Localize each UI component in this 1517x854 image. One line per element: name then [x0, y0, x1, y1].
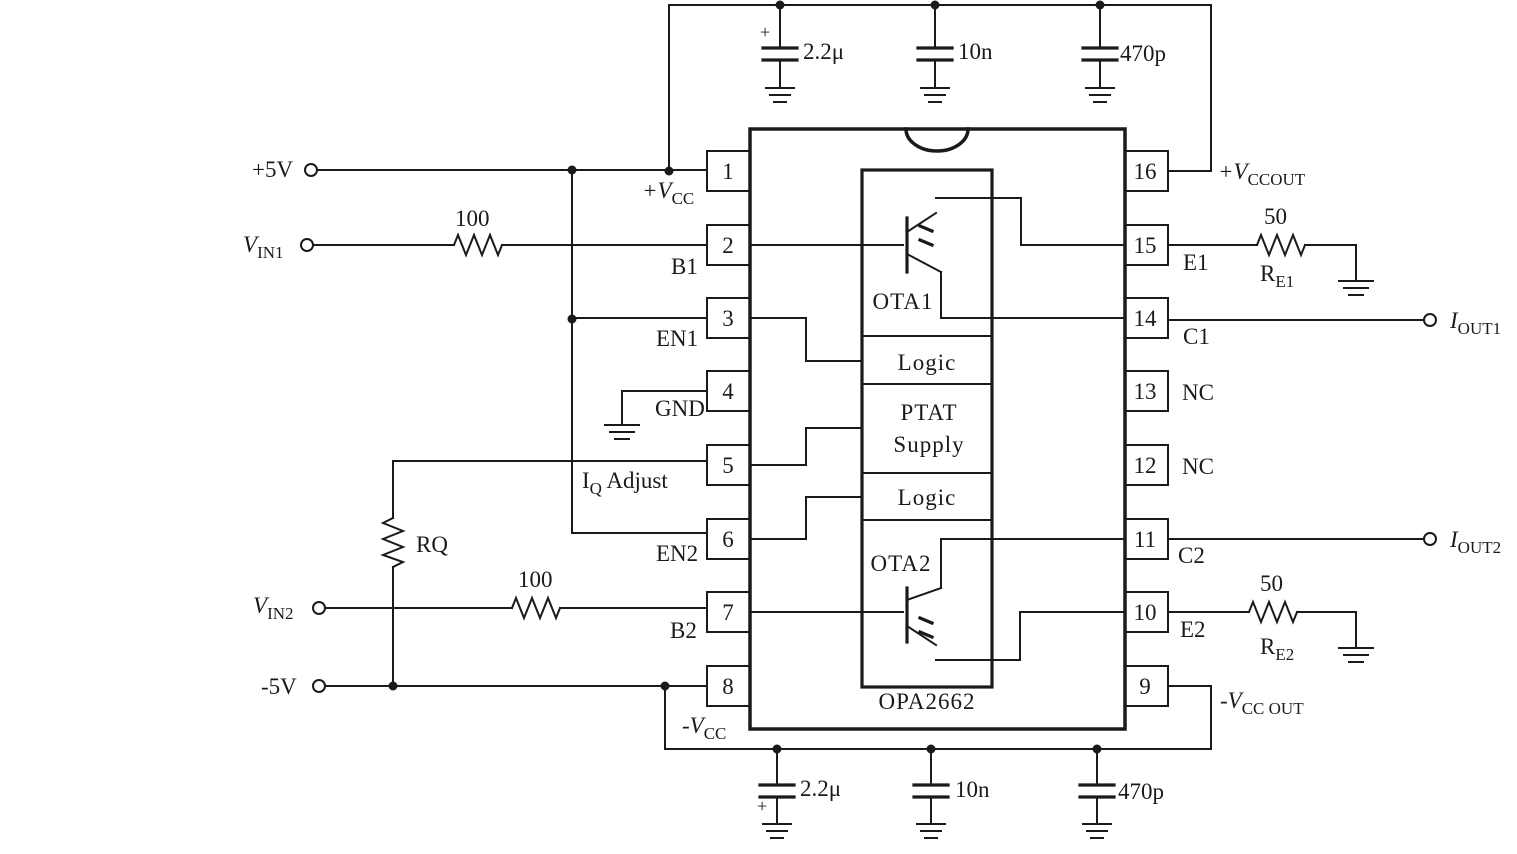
ptat-label: PTAT [900, 400, 957, 425]
r-e2-value: 50 [1260, 571, 1283, 596]
nc-13-label: NC [1182, 380, 1214, 405]
iq-adjust-label: IQ Adjust [582, 468, 668, 498]
node-dot [567, 314, 577, 324]
node-dot [660, 681, 670, 691]
vin1-label: VIN1 [243, 232, 284, 262]
internal-wiring [749, 197, 1126, 661]
c1-label: C1 [1183, 324, 1210, 349]
vcc-pos-label: +VCC [642, 178, 694, 208]
nc-12-label: NC [1182, 454, 1214, 479]
node-dot [1092, 744, 1102, 754]
bottom-supply-rail [664, 685, 1212, 786]
node-dot [775, 0, 785, 10]
rq-label: RQ [416, 532, 448, 557]
cap-bot-2 [912, 783, 950, 839]
rq-wire [380, 460, 708, 687]
minus5v-label: -5V [261, 674, 297, 699]
node-dot [664, 166, 674, 176]
b2-label: B2 [670, 618, 697, 643]
c2-label: C2 [1178, 543, 1205, 568]
r-in1-value: 100 [455, 206, 490, 231]
node-dot [772, 744, 782, 754]
ota2-transistor [905, 586, 943, 647]
pin-4-number: 4 [722, 379, 734, 404]
pin-2-number: 2 [722, 233, 734, 258]
re1-label: RE1 [1260, 261, 1294, 291]
ota1-label: OTA1 [873, 289, 934, 314]
cap-top-1-polarity: + [760, 22, 770, 42]
cap-top-1 [761, 46, 799, 103]
pin-5-number: 5 [722, 453, 734, 478]
pin-12-number: 12 [1134, 453, 1157, 478]
cap-top-2 [916, 46, 954, 103]
pin-7-number: 7 [722, 600, 734, 625]
pin-11-number: 11 [1134, 527, 1156, 552]
vin1-terminal [300, 238, 314, 252]
iout1-terminal [1423, 313, 1437, 327]
ota2-label: OTA2 [871, 551, 932, 576]
pin-3-number: 3 [722, 306, 734, 331]
cap-top-1-value: 2.2μ [803, 39, 844, 64]
supply-label: Supply [893, 432, 964, 457]
plus5v-label: +5V [252, 157, 293, 182]
cap-bot-3 [1078, 783, 1116, 839]
pin-1-number: 1 [722, 159, 734, 184]
ota1-transistor [905, 211, 943, 274]
vin2-label: VIN2 [253, 593, 294, 623]
pin-8-number: 8 [722, 674, 734, 699]
pin-13-number: 13 [1134, 379, 1157, 404]
vcc-neg-label: -VCC [682, 713, 726, 743]
cap-bot-2-value: 10n [955, 777, 990, 802]
node-dot [388, 681, 398, 691]
cap-bot-1-polarity: + [757, 796, 767, 816]
re1-wire [1167, 232, 1374, 296]
node-dot [567, 165, 577, 175]
pin-14-number: 14 [1134, 306, 1158, 331]
plus5v-wire [316, 169, 708, 534]
cap-bot-1 [758, 783, 796, 839]
e1-label: E1 [1183, 250, 1209, 275]
gnd-label: GND [655, 396, 705, 421]
chip-name: OPA2662 [879, 689, 976, 714]
top-supply-rail [668, 4, 1212, 172]
pin-15-number: 15 [1134, 233, 1157, 258]
iout1-label: IOUT1 [1449, 308, 1501, 338]
logic2-label: Logic [898, 485, 957, 510]
r-e1-value: 50 [1264, 204, 1287, 229]
cap-top-3-value: 470p [1120, 41, 1166, 66]
node-dot [926, 744, 936, 754]
e2-label: E2 [1180, 617, 1206, 642]
en2-label: EN2 [656, 541, 698, 566]
plus5v-terminal [304, 163, 318, 177]
vin1-wire [312, 232, 708, 258]
re2-label: RE2 [1260, 634, 1294, 664]
re2-wire [1167, 599, 1374, 663]
cap-top-2-value: 10n [958, 39, 993, 64]
pin-6-number: 6 [722, 527, 734, 552]
pin-10-number: 10 [1134, 600, 1157, 625]
en1-label: EN1 [656, 326, 698, 351]
minus5v-terminal [312, 679, 326, 693]
logic1-label: Logic [898, 350, 957, 375]
gnd-wire [604, 390, 708, 440]
vccout-pos-label: +VCCOUT [1218, 159, 1306, 189]
b1-label: B1 [671, 254, 698, 279]
iout2-label: IOUT2 [1449, 527, 1501, 557]
vin2-terminal [312, 601, 326, 615]
r-in2-value: 100 [518, 567, 553, 592]
pin-9-number: 9 [1139, 674, 1151, 699]
cap-bot-3-value: 470p [1118, 779, 1164, 804]
cap-bot-1-value: 2.2μ [800, 776, 841, 801]
node-dot [930, 0, 940, 10]
iout2-terminal [1423, 532, 1437, 546]
node-dot [1095, 0, 1105, 10]
cap-top-3 [1081, 46, 1119, 103]
vin2-wire [324, 595, 708, 621]
vccout-neg-label: -VCC OUT [1220, 688, 1304, 718]
pin-16-number: 16 [1134, 159, 1157, 184]
